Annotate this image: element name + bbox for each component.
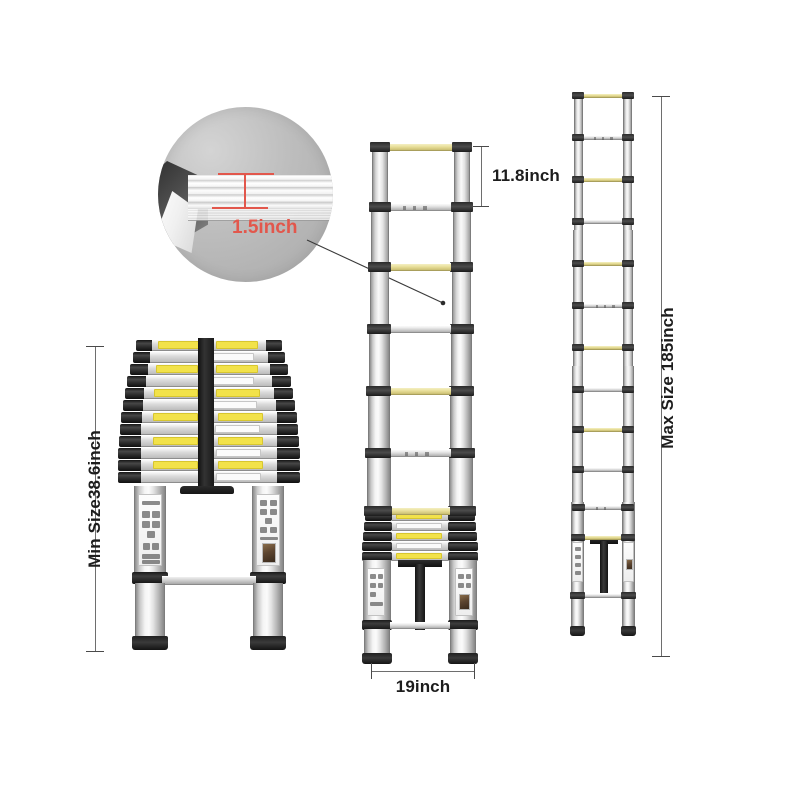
list-item — [391, 203, 451, 211]
max-size-bottom-tick — [652, 656, 670, 657]
list-item — [584, 261, 622, 266]
list-item — [585, 593, 621, 598]
extended-left-rail-c — [572, 366, 583, 506]
min-size-label: Min Size38.6inch — [85, 430, 104, 568]
support-bar-cross — [398, 560, 442, 567]
list-item — [584, 467, 622, 472]
rung-spacing-label: 11.8inch — [492, 166, 560, 185]
collapsed-right-foot — [250, 636, 286, 650]
measure-top-tick — [218, 173, 274, 175]
extended-warning-label-left — [572, 542, 583, 582]
carry-strap — [198, 338, 214, 486]
collapsed-right-lower-collar — [250, 572, 286, 584]
warning-label-left — [138, 494, 162, 566]
extended-warning-label-right — [623, 542, 634, 582]
partial-right-rail-4 — [451, 328, 472, 394]
collapsed-right-leg — [253, 583, 283, 639]
carry-handle — [180, 486, 234, 494]
list-item — [584, 177, 622, 182]
partial-right-rail-5 — [450, 390, 472, 456]
list-item — [584, 387, 622, 392]
warning-label-right — [256, 494, 280, 566]
rung-spacing-dimension-line — [481, 146, 482, 207]
partial-instruction-photo — [459, 594, 470, 610]
partial-left-foot — [362, 653, 392, 664]
partial-left-rail-3 — [370, 266, 389, 332]
measure-span-bar — [244, 174, 246, 208]
list-item — [392, 542, 448, 551]
collapsed-ladder — [118, 336, 300, 652]
partial-right-leg — [450, 629, 476, 657]
rung-thickness-label: 1.5inch — [232, 217, 298, 238]
extended-left-rail-b — [573, 230, 583, 370]
list-item — [392, 532, 448, 541]
partial-bottom-rung — [390, 622, 450, 629]
partial-left-leg — [364, 629, 390, 657]
list-item — [585, 505, 621, 510]
partial-warning-label-right — [455, 568, 473, 616]
width-dimension-line — [371, 671, 475, 672]
partial-left-rail-5 — [368, 390, 390, 456]
max-size-label: Max Size 185inch — [658, 307, 677, 449]
min-size-dimension-line — [95, 346, 96, 652]
collapsed-left-foot — [132, 636, 168, 650]
spreader-bar — [162, 576, 256, 585]
list-item — [391, 449, 451, 457]
partial-warning-label-left — [367, 568, 385, 616]
list-item — [584, 135, 622, 140]
list-item — [584, 303, 622, 308]
partial-left-rail-6 — [367, 452, 391, 514]
partial-right-rail-2 — [453, 206, 471, 270]
rung-thickness-magnifier: 1.5inch — [158, 107, 333, 282]
partial-right-foot — [448, 653, 478, 664]
partially-extended-ladder — [362, 140, 480, 664]
partial-left-rail-top — [372, 146, 388, 210]
min-size-bottom-tick — [86, 651, 104, 652]
max-size-dimension-line — [661, 96, 662, 657]
partial-right-lower-collar — [448, 620, 478, 630]
instruction-photo — [262, 543, 276, 563]
extended-right-rail-a — [623, 94, 632, 234]
measure-bottom-tick — [212, 207, 268, 209]
list-item — [584, 219, 622, 224]
list-item — [392, 522, 448, 531]
list-item — [392, 507, 450, 515]
extended-instruction-photo — [626, 559, 633, 570]
list-item — [584, 345, 622, 350]
partial-right-rail-top — [454, 146, 470, 210]
extended-right-rail-b — [623, 230, 633, 370]
fully-extended-ladder — [568, 90, 640, 660]
list-item — [391, 325, 451, 333]
partial-left-lower-collar — [362, 620, 392, 630]
rung-spacing-top-tick — [473, 146, 489, 147]
width-right-tick — [474, 663, 475, 679]
list-item — [585, 535, 621, 540]
list-item — [584, 93, 622, 98]
collapsed-left-lower-collar — [132, 572, 168, 584]
extended-left-foot — [570, 626, 585, 636]
width-label: 19inch — [395, 677, 451, 696]
max-size-top-tick — [652, 96, 670, 97]
partial-right-rail-3 — [452, 266, 471, 332]
rung-spacing-bottom-tick — [473, 206, 489, 207]
support-bar-stem — [415, 564, 425, 630]
list-item — [584, 427, 622, 432]
list-item — [390, 143, 452, 151]
collapsed-left-leg — [135, 583, 165, 639]
extended-right-rail-c — [623, 366, 634, 506]
partial-left-rail-2 — [371, 206, 389, 270]
extended-right-foot — [621, 626, 636, 636]
list-item — [391, 387, 451, 395]
partial-left-rail-4 — [369, 328, 390, 394]
partial-right-rail-6 — [449, 452, 473, 514]
extended-support-bar-stem — [600, 541, 608, 597]
list-item — [391, 263, 451, 271]
width-left-tick — [371, 663, 372, 679]
extended-left-rail-a — [574, 94, 583, 234]
min-size-top-tick — [86, 346, 104, 347]
